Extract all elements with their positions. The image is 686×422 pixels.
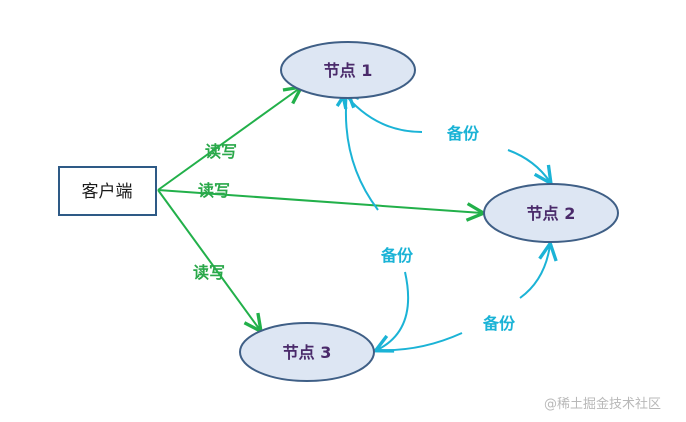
backup-label-middle: 备份 (380, 246, 414, 265)
backup-label-bottom: 备份 (482, 314, 516, 333)
node-1-num: 1 (361, 61, 372, 80)
rw-label-node1: 读写 (205, 142, 237, 161)
node-3-label: 节点 (283, 343, 315, 362)
backup-arrow-node1-to-node2 (507, 149, 550, 182)
backup-arrow-down-to-node3 (377, 271, 410, 350)
node-3-num: 3 (320, 343, 331, 362)
node-2: 节点 2 (483, 183, 619, 243)
backup-label-top: 备份 (446, 124, 480, 143)
backup-arrow-node3-to-node2 (519, 245, 550, 299)
node-3: 节点 3 (239, 322, 375, 382)
svg-text:节点 3: 节点 3 (283, 343, 332, 362)
node-2-num: 2 (564, 204, 575, 223)
node-2-label: 节点 (527, 204, 559, 223)
node-1: 节点 1 (280, 41, 416, 99)
backup-arrow-tail-node3 (376, 332, 463, 352)
rw-label-node3: 读写 (193, 263, 225, 282)
rw-arrow-node2 (157, 189, 482, 213)
client-box (58, 166, 157, 216)
rw-arrow-node3 (157, 189, 260, 330)
svg-text:节点 2: 节点 2 (527, 204, 576, 223)
rw-label-node2: 读写 (198, 181, 230, 200)
rw-arrow-node1 (157, 88, 300, 191)
client-label: 客户端 (82, 182, 133, 202)
watermark: @稀土掘金技术社区 (544, 396, 661, 412)
backup-arrow-node3-to-node1 (346, 92, 379, 211)
node-1-label: 节点 (324, 61, 356, 80)
svg-text:节点 1: 节点 1 (324, 61, 373, 80)
